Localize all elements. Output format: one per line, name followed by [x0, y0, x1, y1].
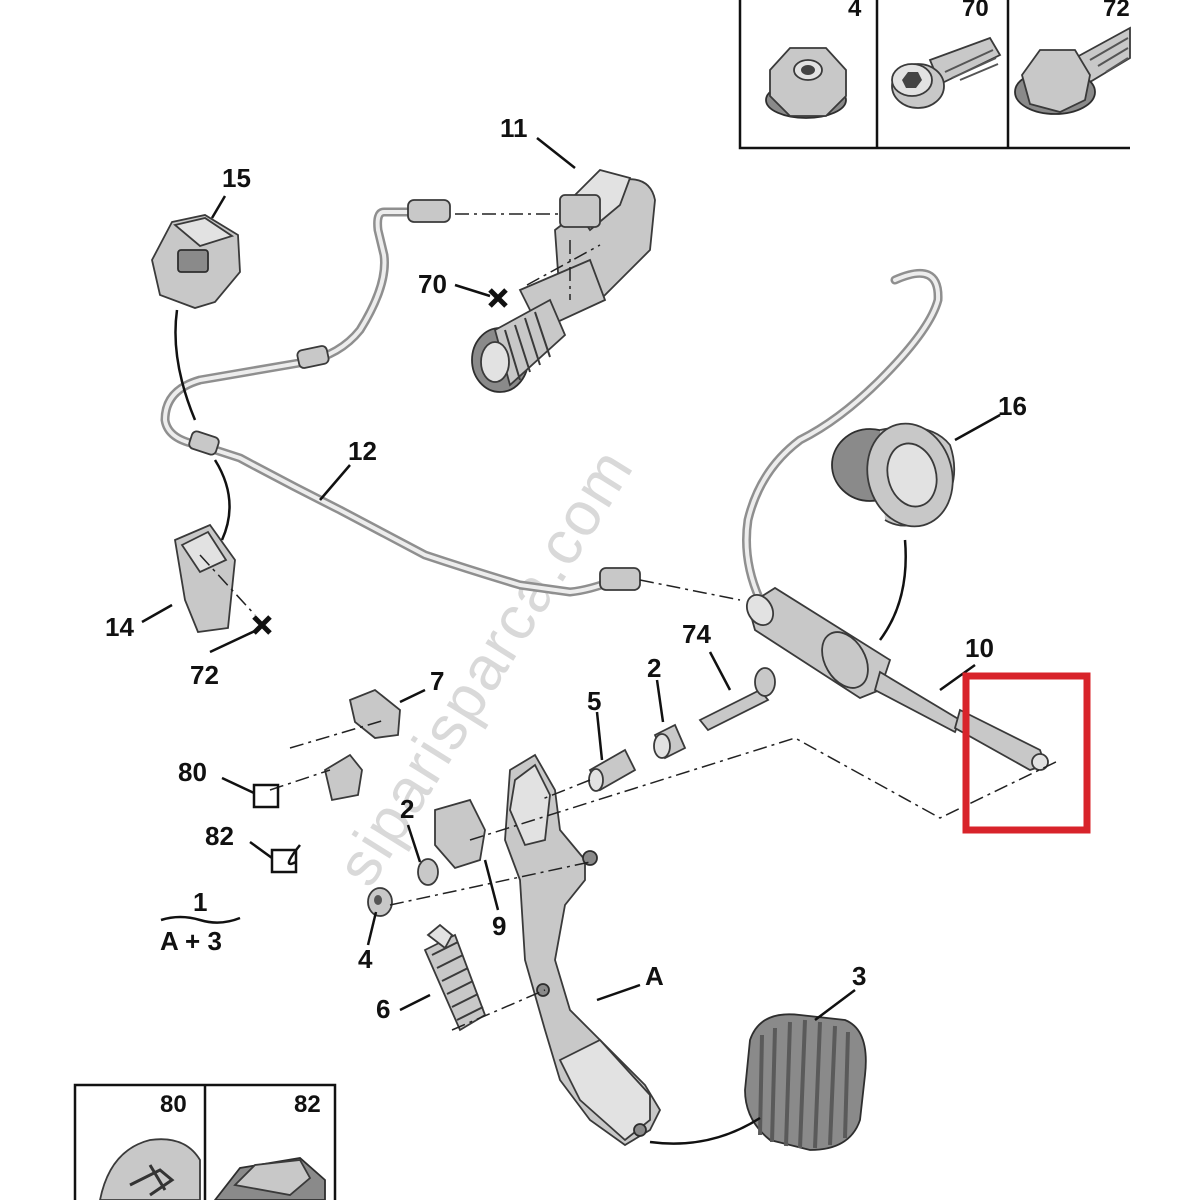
watermark-text: siparisparca.com	[323, 436, 647, 897]
callout-16: 16	[998, 391, 1027, 421]
bush-2-upper	[653, 723, 687, 760]
callout-1: 1	[193, 887, 207, 917]
nut-4	[367, 887, 393, 917]
callout-74: 74	[682, 619, 711, 649]
supply-hose	[742, 268, 943, 605]
clip-boxes: 80 82	[73, 1083, 337, 1200]
callout-9: 9	[492, 911, 506, 941]
cross-marker-70	[488, 288, 508, 308]
spring-6	[423, 923, 487, 1032]
callout-15: 15	[222, 163, 251, 193]
callout-6: 6	[376, 994, 390, 1024]
pedal-arm-A	[504, 753, 662, 1147]
box-label-72: 72	[1103, 0, 1130, 22]
flange-bolt-icon	[1014, 26, 1131, 115]
slave-cylinder	[471, 168, 656, 393]
dust-grommet-16	[831, 422, 956, 528]
push-clip-icon	[213, 1157, 326, 1200]
rubber-boot	[471, 298, 567, 393]
bracket-14-link	[213, 459, 231, 541]
indicator-square-80	[252, 783, 280, 809]
highlight-box	[962, 672, 1091, 834]
callout-72: 72	[190, 660, 219, 690]
socket-bolt-icon	[891, 36, 1002, 109]
pedal-pad-3	[744, 1013, 867, 1151]
callout-10: 10	[965, 633, 994, 663]
callout-labels: 11 15 70 16 12 14 72 10 7 74 2 5 80 2 82…	[105, 113, 1027, 1024]
box-label-4: 4	[848, 0, 862, 22]
callout-2-lower: 2	[400, 794, 414, 824]
leader-lines	[141, 137, 1001, 1021]
callout-A: A	[645, 961, 664, 991]
pedal-bolt-74	[698, 667, 776, 732]
indicator-square-82	[270, 848, 298, 874]
flange-nut-icon	[765, 47, 847, 119]
callout-82: 82	[205, 821, 234, 851]
bush-2-lower	[417, 858, 439, 886]
callout-5: 5	[587, 686, 601, 716]
hydraulic-pipe-12	[160, 199, 641, 597]
callout-80: 80	[178, 757, 207, 787]
callout-4: 4	[358, 944, 373, 974]
callout-12: 12	[348, 436, 377, 466]
box-label-82: 82	[294, 1091, 321, 1118]
grommet-link	[878, 539, 907, 641]
fastener-boxes: 4 70 72	[738, 0, 1131, 150]
callout-2-upper: 2	[647, 653, 661, 683]
callout-14: 14	[105, 612, 134, 642]
callout-3: 3	[852, 961, 866, 991]
pad-link	[649, 1116, 761, 1145]
alignment-lines	[199, 213, 1061, 1031]
spring-holder-9	[434, 798, 486, 870]
sleeve-5	[588, 748, 637, 792]
callout-formula: A + 3	[160, 926, 222, 956]
callout-7: 7	[430, 666, 444, 696]
bracket-15-link	[174, 309, 197, 421]
box-label-70: 70	[962, 0, 989, 22]
callout-11: 11	[500, 113, 528, 143]
callout-70: 70	[418, 269, 447, 299]
box-label-80: 80	[160, 1091, 187, 1118]
pipe-bracket-15	[151, 214, 241, 309]
star-clip-icon	[99, 1138, 201, 1200]
pipe-clip-14	[173, 523, 236, 633]
master-cylinder	[745, 586, 1049, 771]
